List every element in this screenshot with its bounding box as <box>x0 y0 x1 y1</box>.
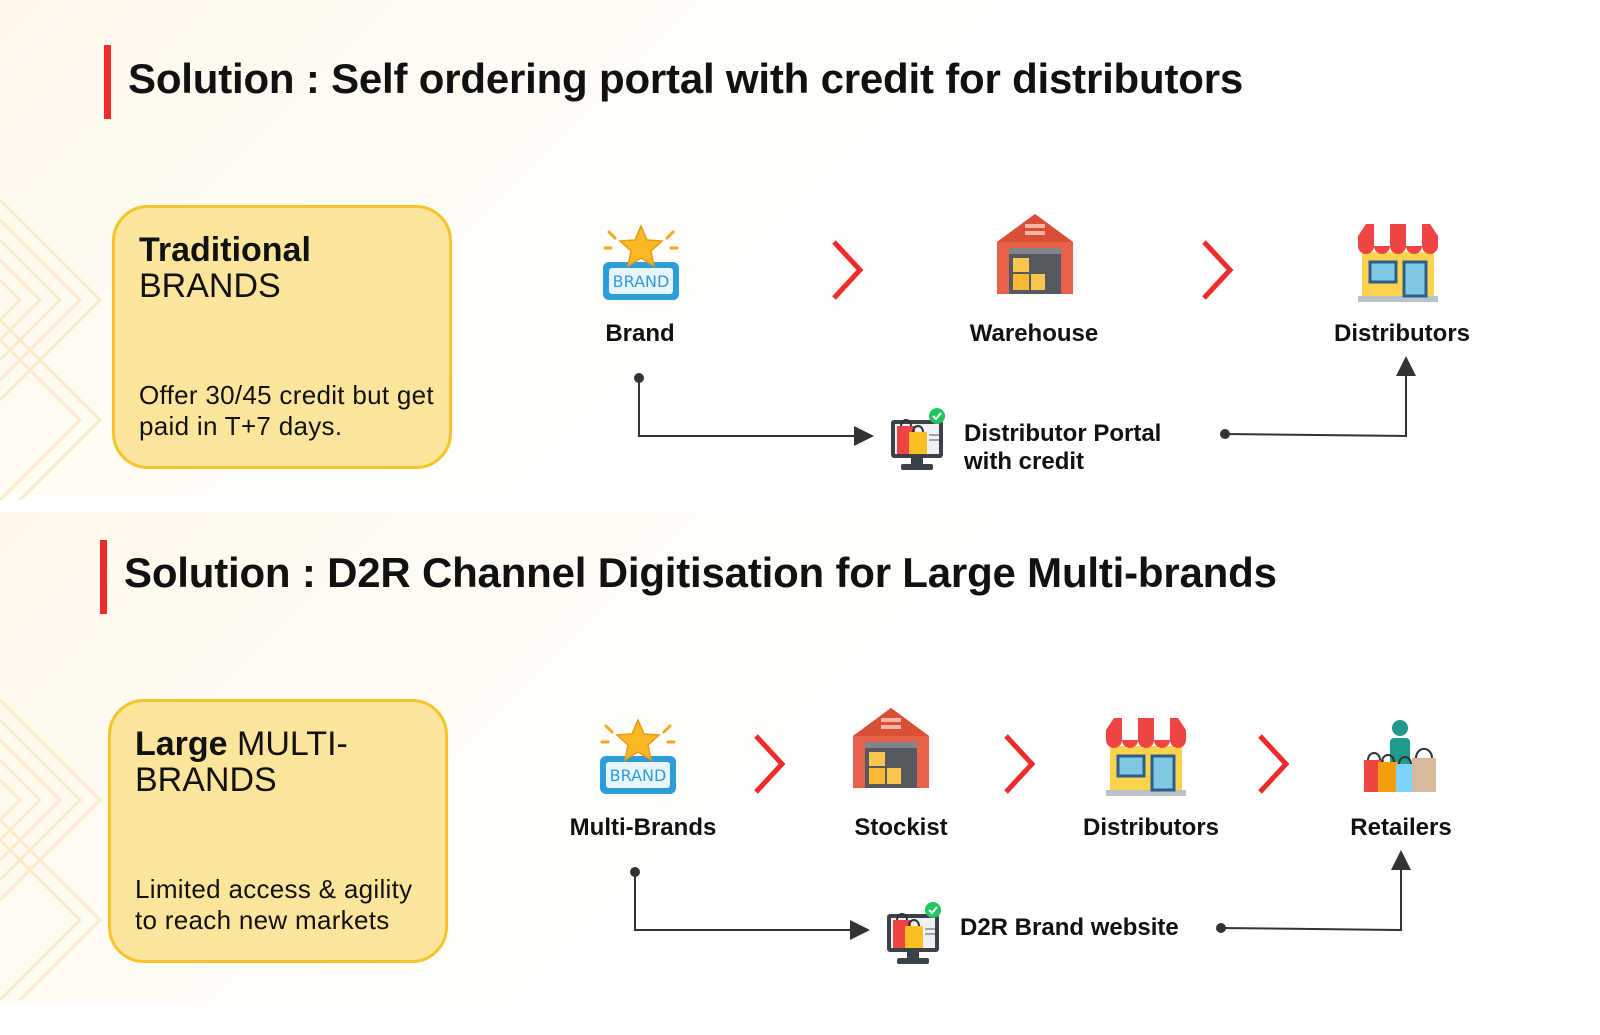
brand-icon-text: BRAND <box>610 766 667 785</box>
store-icon <box>1358 224 1438 302</box>
store-icon <box>1106 718 1186 796</box>
card-heading-rest: BRANDS <box>139 267 281 305</box>
large-multi-brands-card: Large MULTI- BRANDS Limited access & agi… <box>108 699 448 963</box>
portal-label-line2: with credit <box>964 448 1085 475</box>
card-heading-rest-line2: BRANDS <box>135 761 277 799</box>
section-title: Solution : D2R Channel Digitisation for … <box>124 549 1277 596</box>
flow-node-label: Distributors <box>1082 814 1220 841</box>
connector-brand-to-portal <box>638 378 874 446</box>
card-heading-rest-line1: MULTI- <box>237 725 348 763</box>
card-heading: Large MULTI- BRANDS <box>135 726 423 798</box>
flow-node-label: Retailers <box>1350 814 1452 841</box>
flow-node-label: Multi-Brands <box>569 814 717 841</box>
card-heading: Traditional BRANDS <box>139 232 427 304</box>
flow-node-label: Stockist <box>854 814 948 841</box>
brand-star-icon: BRAND <box>603 224 679 300</box>
shopping-bags-monitor-icon <box>887 902 941 964</box>
flow-node-label: Brand <box>605 320 675 347</box>
warehouse-icon <box>853 708 929 788</box>
traditional-brands-card: Traditional BRANDS Offer 30/45 credit bu… <box>112 205 452 469</box>
portal-label-line1: Distributor Portal <box>964 420 1162 447</box>
portal-label: Distributor Portal with credit <box>964 420 1161 476</box>
brand-star-icon: BRAND <box>600 718 676 794</box>
section-title: Solution : Self ordering portal with cre… <box>128 55 1244 102</box>
flow-node-label: Warehouse <box>969 320 1099 347</box>
shopper-bags-icon <box>1364 720 1436 792</box>
chevron-right-icon <box>754 734 786 794</box>
chevron-right-icon <box>1202 240 1234 300</box>
chevron-right-icon <box>1258 734 1290 794</box>
shopping-bags-monitor-icon <box>891 408 945 470</box>
connector-website-to-retailers <box>1220 850 1411 932</box>
portal-label: D2R Brand website <box>960 914 1179 941</box>
title-accent-bar <box>100 540 107 614</box>
warehouse-icon <box>997 214 1073 294</box>
brand-icon-text: BRAND <box>613 272 670 291</box>
title-accent-bar <box>104 45 111 119</box>
connector-multibrands-to-website <box>634 872 870 940</box>
card-description: Limited access & agility to reach new ma… <box>135 874 413 935</box>
card-description: Offer 30/45 credit but get paid in T+7 d… <box>139 380 434 441</box>
connector-portal-to-distributors <box>1224 356 1416 438</box>
chevron-right-icon <box>1004 734 1036 794</box>
card-heading-bold: Traditional <box>139 231 311 269</box>
card-heading-bold: Large <box>135 725 228 763</box>
chevron-right-icon <box>832 240 864 300</box>
flow-node-label: Distributors <box>1333 320 1471 347</box>
